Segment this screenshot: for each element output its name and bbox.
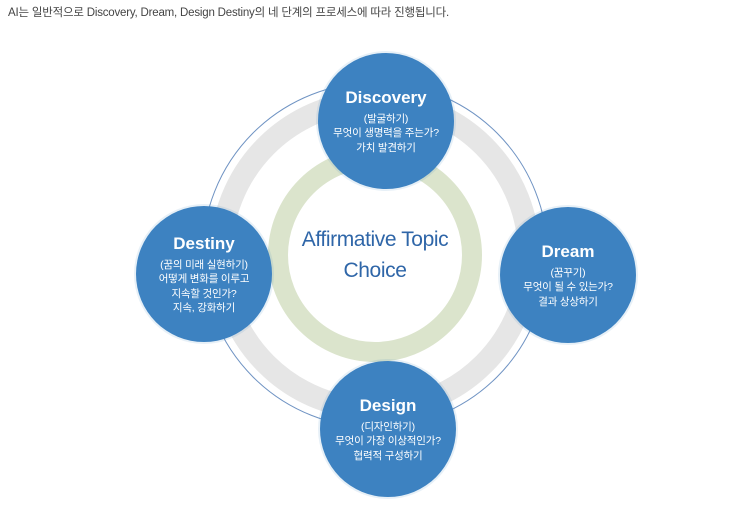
stage-design-line-2: 무엇이 가장 이상적인가?: [335, 435, 441, 448]
stage-dream-line-3: 결과 상상하기: [538, 295, 598, 308]
stage-destiny-line-1: (꿈의 미래 실현하기): [160, 258, 248, 271]
stage-dream: Dream (꿈꾸기) 무엇이 될 수 있는가? 결과 상상하기: [500, 207, 636, 343]
stage-dream-line-1: (꿈꾸기): [550, 266, 586, 279]
stage-destiny-line-2: 어떻게 변화를 이루고: [158, 273, 250, 285]
stage-discovery-line-2: 무엇이 생명력을 주는가?: [333, 127, 439, 140]
stage-design: Design (디자인하기) 무엇이 가장 이상적인가? 협력적 구성하기: [320, 361, 456, 497]
stage-discovery: Discovery (발굴하기) 무엇이 생명력을 주는가? 가치 발견하기: [318, 53, 454, 189]
stage-destiny-line-4: 지속, 강화하기: [172, 302, 236, 314]
center-topic-line-2: Choice: [343, 259, 407, 282]
stage-discovery-line-3: 가치 발견하기: [356, 141, 416, 154]
center-topic-line-1: Affirmative Topic: [301, 228, 449, 251]
stage-discovery-line-1: (발굴하기): [363, 112, 409, 125]
stage-destiny-title: Destiny: [173, 233, 235, 253]
stage-dream-line-2: 무엇이 될 수 있는가?: [523, 281, 613, 294]
intro-text: AI는 일반적으로 Discovery, Dream, Design Desti…: [8, 7, 450, 19]
stage-discovery-title: Discovery: [345, 87, 427, 107]
stage-dream-title: Dream: [541, 241, 595, 261]
stage-destiny-line-3: 지속할 것인가?: [171, 287, 237, 300]
stage-destiny: Destiny (꿈의 미래 실현하기) 어떻게 변화를 이루고 지속할 것인가…: [136, 206, 272, 342]
center-topic: Affirmative Topic Choice: [268, 148, 482, 362]
stage-design-line-1: (디자인하기): [361, 420, 415, 433]
stage-design-title: Design: [359, 395, 417, 415]
stage-design-line-3: 협력적 구성하기: [353, 449, 423, 462]
